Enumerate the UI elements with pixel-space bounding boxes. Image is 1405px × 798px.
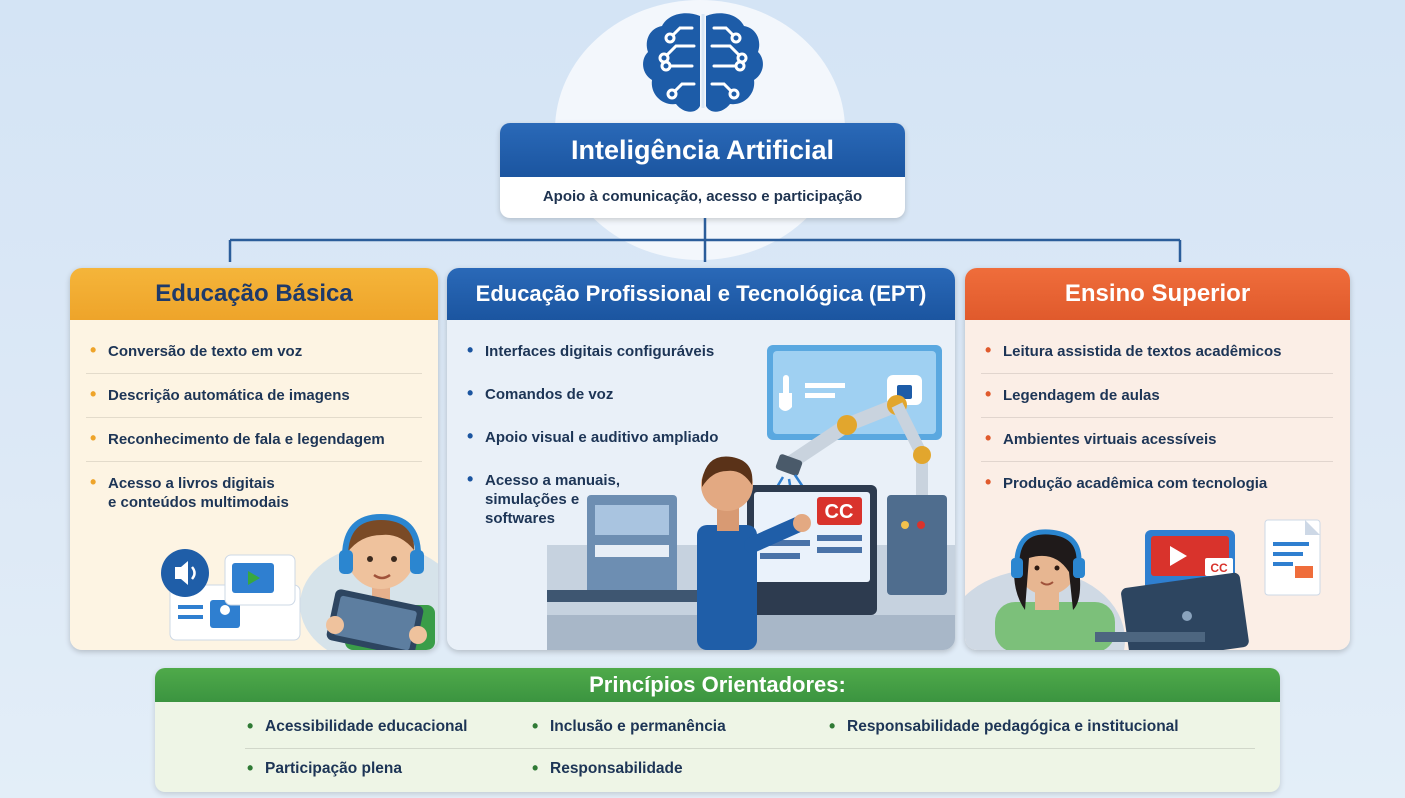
ai-title-card: Inteligência Artificial Apoio à comunica…: [500, 123, 905, 218]
child-with-tablet-illustration: [161, 513, 438, 650]
list-item: Inclusão e permanência: [530, 716, 726, 737]
page-subtitle: Apoio à comunicação, acesso e participaç…: [542, 188, 863, 205]
list-item: Produção acadêmica com tecnologia: [981, 462, 1333, 505]
column-body: Interfaces digitais configuráveis Comand…: [447, 320, 955, 650]
column-educacao-basica: Educação Básica Conversão de texto em vo…: [70, 268, 438, 650]
list-item: Reconhecimento de fala e legendagem: [86, 418, 422, 462]
feature-list: Leitura assistida de textos acadêmicos L…: [981, 330, 1333, 505]
list-item: Apoio visual e auditivo ampliado: [463, 416, 753, 459]
tree-connector: [228, 218, 1182, 262]
column-title: Ensino Superior: [965, 268, 1350, 320]
principles-panel: Princípios Orientadores: Acessibilidade …: [155, 668, 1280, 792]
cc-caption-label: CC: [1210, 561, 1228, 575]
cc-caption-label: CC: [825, 501, 854, 523]
column-title: Educação Básica: [70, 268, 438, 320]
divider: [245, 748, 1255, 749]
list-item: Conversão de texto em voz: [86, 330, 422, 374]
list-item: Responsabilidade pedagógica e institucio…: [827, 716, 1179, 737]
column-ensino-superior: Ensino Superior Leitura assistida de tex…: [965, 268, 1350, 650]
column-body: Leitura assistida de textos acadêmicos L…: [965, 320, 1350, 650]
principles-title: Princípios Orientadores:: [155, 668, 1280, 702]
list-item: Participação plena: [245, 758, 402, 779]
technician-with-robot-arm-illustration: CC: [547, 345, 955, 650]
list-item: Ambientes virtuais acessíveis: [981, 418, 1333, 462]
column-body: Conversão de texto em voz Descrição auto…: [70, 320, 438, 650]
list-item: Leitura assistida de textos acadêmicos: [981, 330, 1333, 374]
brain-circuit-icon: [643, 13, 763, 112]
list-item: Interfaces digitais configuráveis: [463, 330, 753, 373]
list-item: Acesso a manuais, simulações e softwares: [463, 459, 753, 540]
list-item: Responsabilidade: [530, 758, 683, 779]
column-educacao-profissional: Educação Profissional e Tecnológica (EPT…: [447, 268, 955, 650]
student-with-laptop-illustration: CC: [965, 519, 1321, 650]
column-title: Educação Profissional e Tecnológica (EPT…: [447, 268, 955, 320]
feature-list: Interfaces digitais configuráveis Comand…: [463, 330, 753, 540]
page-title: Inteligência Artificial: [500, 123, 905, 177]
list-item: Descrição automática de imagens: [86, 374, 422, 418]
feature-list: Conversão de texto em voz Descrição auto…: [86, 330, 422, 524]
list-item: Legendagem de aulas: [981, 374, 1333, 418]
list-item: Acesso a livros digitais e conteúdos mul…: [86, 462, 296, 524]
list-item: Acessibilidade educacional: [245, 716, 467, 737]
list-item: Comandos de voz: [463, 373, 753, 416]
